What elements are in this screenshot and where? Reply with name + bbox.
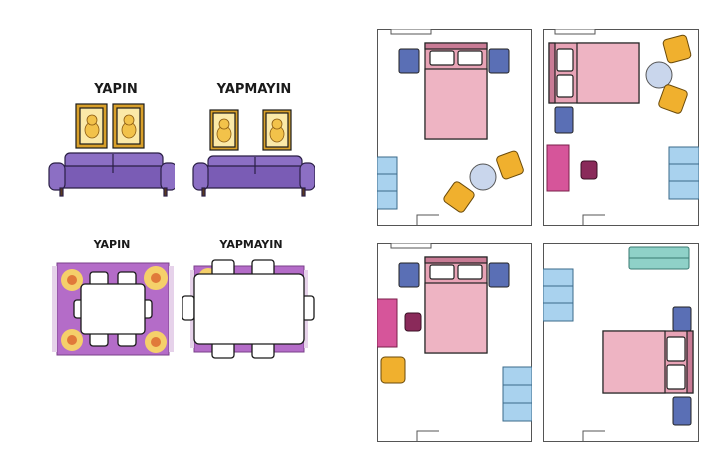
cat-icon	[84, 114, 137, 139]
door-icon	[416, 214, 439, 225]
floor-plan-3	[377, 243, 532, 442]
bed-icon	[424, 42, 488, 140]
rug-table-do-illustration	[52, 262, 174, 356]
sofa-art-dont-illustration	[192, 109, 315, 197]
wardrobe-icon	[668, 146, 699, 200]
armchair-icon	[658, 34, 692, 114]
sofa-art-do-illustration	[48, 103, 175, 197]
armchair-icon	[443, 150, 524, 213]
window-icon	[390, 29, 432, 35]
sofa-icon	[192, 155, 315, 197]
wardrobe-icon	[543, 268, 574, 322]
rug-table-dont-illustration	[182, 259, 315, 359]
door-icon	[416, 430, 439, 441]
bed-icon	[602, 330, 694, 394]
chair-icon	[580, 160, 598, 180]
table-icon	[73, 271, 153, 347]
table-icon	[182, 259, 315, 359]
wardrobe-icon	[377, 156, 398, 210]
bed-icon	[548, 42, 640, 104]
floor-plan-1	[377, 29, 532, 226]
window-icon	[390, 243, 432, 249]
sofa-icon	[48, 152, 175, 197]
dresser-icon	[628, 246, 690, 270]
nightstand-icon	[398, 262, 510, 288]
chair-icon	[404, 312, 422, 332]
armchair-icon	[380, 356, 406, 384]
nightstand-icon	[554, 106, 574, 134]
floor-plan-2	[543, 29, 699, 226]
wardrobe-icon	[502, 366, 532, 422]
dont-label-rug: YAPMAYIN	[219, 238, 283, 251]
dont-label-art: YAPMAYIN	[216, 82, 292, 97]
side-table-icon	[469, 163, 497, 191]
nightstand-icon	[398, 48, 510, 74]
cat-icon	[216, 118, 285, 143]
desk-icon	[546, 144, 570, 192]
desk-icon	[377, 298, 398, 348]
door-icon	[582, 430, 605, 441]
bed-icon	[424, 256, 488, 354]
floor-plan-4	[543, 243, 699, 442]
side-table-icon	[645, 61, 673, 89]
nightstand-icon	[672, 306, 692, 426]
door-icon	[582, 214, 605, 225]
window-icon	[554, 29, 596, 35]
do-label-art: YAPIN	[94, 82, 138, 97]
do-label-rug: YAPIN	[93, 238, 131, 251]
